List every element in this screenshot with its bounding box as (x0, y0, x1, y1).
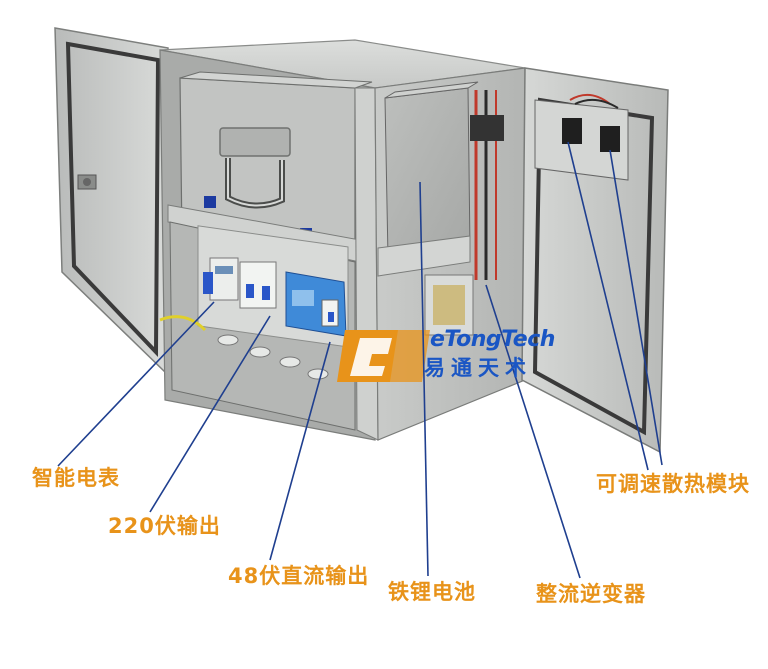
fan-module-device (534, 93, 629, 181)
right-door (521, 67, 669, 454)
battery-pack (384, 81, 479, 259)
brand-logo (337, 330, 430, 382)
rectifier-inverter-device (424, 90, 504, 336)
lower-compartment (159, 221, 356, 431)
leader-fan-2 (609, 149, 663, 466)
label-fan-module: 可调速散热模块 (596, 472, 750, 496)
label-lithium-iron-battery: 铁锂电池 (388, 580, 476, 604)
leader-smart-meter (57, 301, 215, 467)
smart-meter-device (209, 257, 239, 301)
leader-220v (149, 315, 271, 513)
cabinet-front-frame (354, 87, 379, 441)
drawer-handle (219, 127, 291, 209)
label-220v-output: 220伏输出 (108, 514, 221, 538)
breaker-220v (239, 261, 277, 309)
left-door (54, 27, 169, 374)
leader-lines (57, 141, 663, 579)
label-48v-dc-output: 48伏直流输出 (228, 564, 370, 588)
leader-48v (269, 341, 331, 561)
logo-text-cn: 易通天术 (424, 356, 532, 380)
leader-inverter (485, 284, 581, 579)
cabinet-lower-frame (377, 235, 471, 277)
leader-battery (419, 181, 429, 577)
label-smart-meter: 智能电表 (32, 466, 120, 490)
leader-fan-1 (567, 141, 649, 471)
label-rectifier-inverter: 整流逆变器 (536, 582, 646, 606)
logo-text-en: eTongTech (430, 327, 555, 352)
